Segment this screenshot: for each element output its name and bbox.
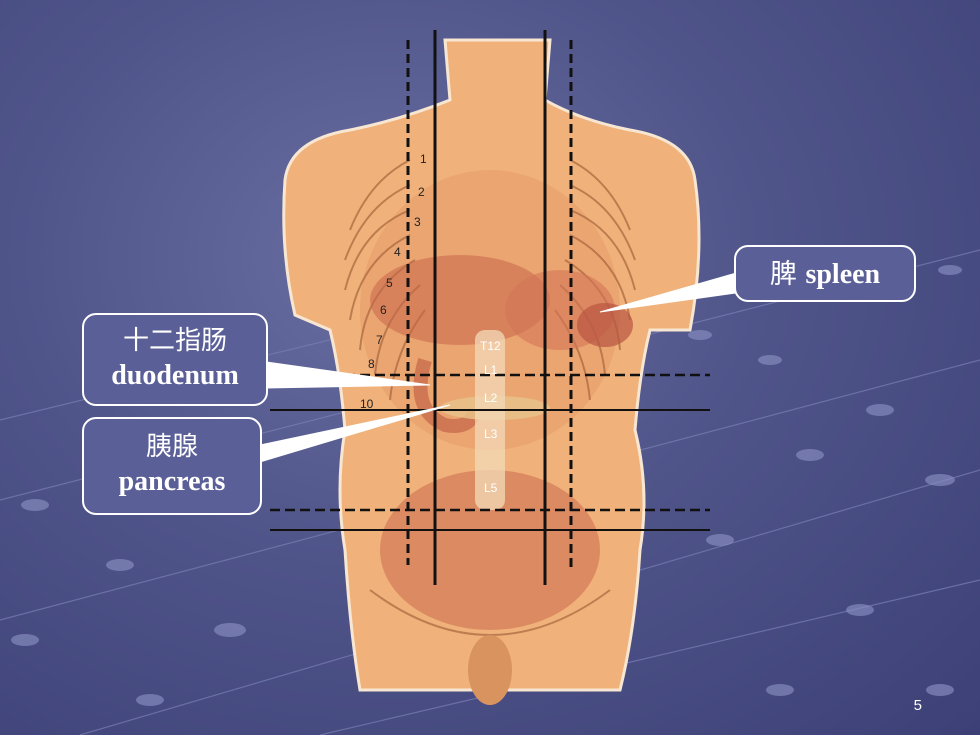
rib-label: 7 xyxy=(376,333,383,347)
duodenum-label-cn: 十二指肠 xyxy=(122,326,227,356)
vertebra-label: L1 xyxy=(484,363,498,377)
vertebra-label: L2 xyxy=(484,391,498,405)
rib-label: 3 xyxy=(414,215,421,229)
duodenum-callout: 十二指肠 duodenum xyxy=(82,313,268,406)
vertebra-label: L5 xyxy=(484,481,498,495)
pancreas-callout: 胰腺 pancreas xyxy=(82,417,262,515)
rib-label: 2 xyxy=(418,185,425,199)
pancreas-label-en: pancreas xyxy=(118,465,226,497)
duodenum-label-en: duodenum xyxy=(111,359,239,391)
rib-label: 5 xyxy=(386,276,393,290)
page-number: 5 xyxy=(913,697,922,714)
spleen-label-cn: 脾 xyxy=(769,259,806,290)
rib-label: 8 xyxy=(368,357,375,371)
rib-label: 6 xyxy=(380,303,387,317)
rib-label: 1 xyxy=(420,152,427,166)
spleen-callout: 脾 spleen xyxy=(734,245,916,302)
spleen-organ xyxy=(577,303,633,347)
liver xyxy=(370,255,550,345)
pancreas-label-cn: 胰腺 xyxy=(145,432,198,462)
rib-label: 10 xyxy=(360,397,374,411)
vertebra-label: L3 xyxy=(484,427,498,441)
spleen-label-en: spleen xyxy=(805,259,881,290)
anatomy-figure: 1 2 3 4 5 6 7 8 10 T12 L1 L2 L3 L5 xyxy=(270,30,710,705)
vertebra-label: T12 xyxy=(480,339,501,353)
rib-label: 4 xyxy=(394,245,401,259)
